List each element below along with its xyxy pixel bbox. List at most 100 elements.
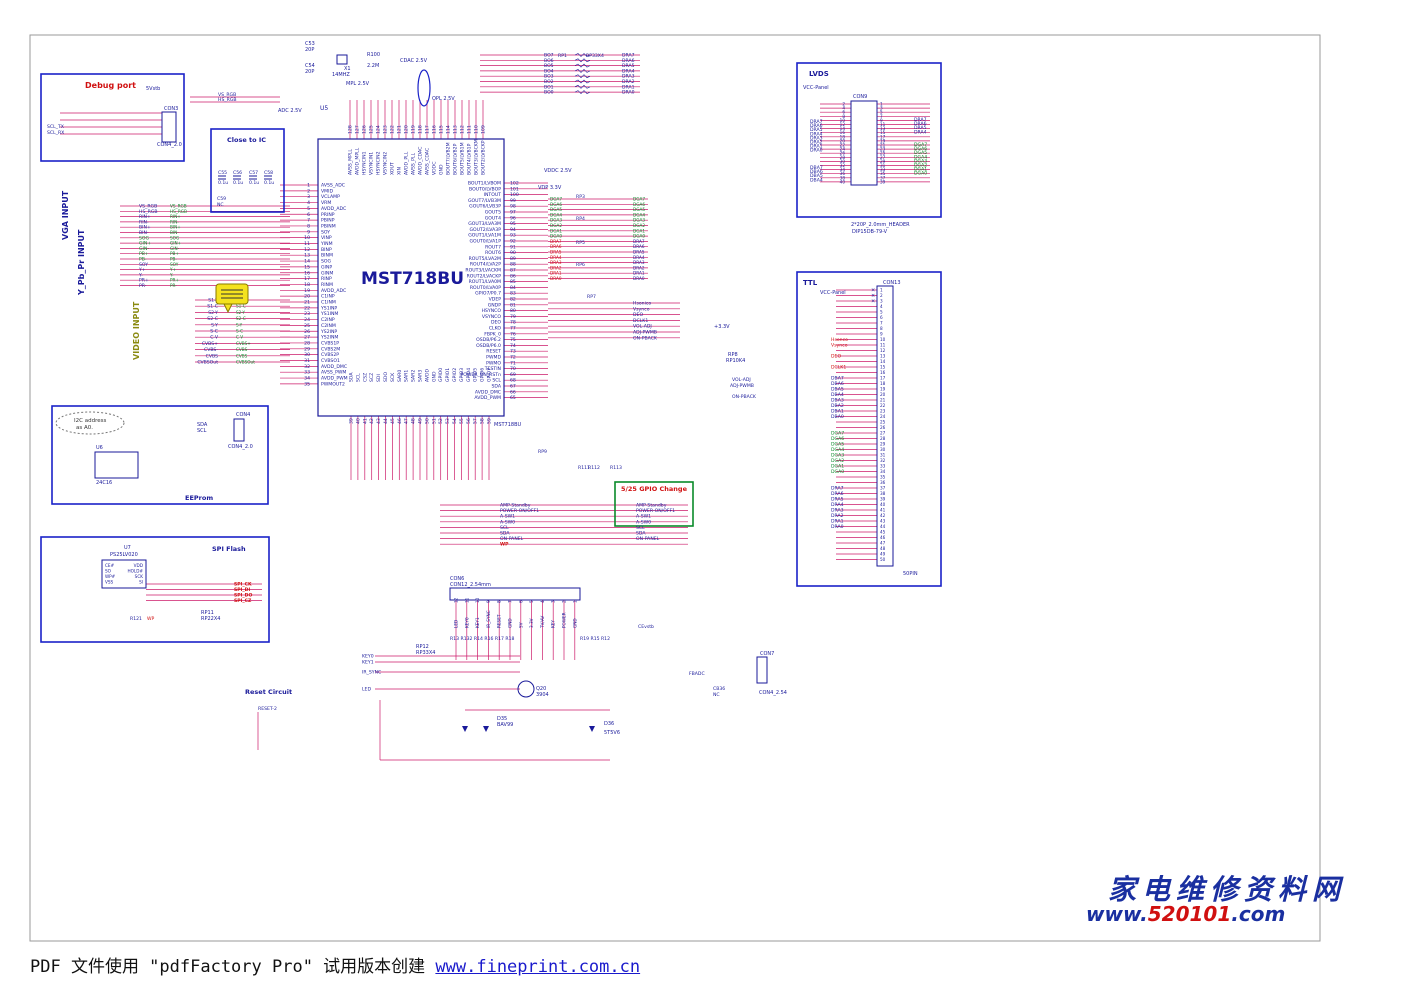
lvds-net: DGA1	[914, 167, 927, 173]
chip-pin-label: VDDC	[432, 162, 438, 175]
resistor-symbol	[574, 74, 591, 79]
lvds-net: DRA0	[810, 148, 823, 154]
chip-pin-number: 28	[304, 340, 310, 346]
chip-pin-label: ROUT3/LVACKM	[465, 268, 501, 274]
chip-pin-number: 80	[510, 308, 516, 314]
chip-pin-number: 118	[418, 125, 424, 134]
chip-pin-number: 94	[510, 227, 516, 233]
video-net-label: CVBSOut	[197, 360, 218, 366]
rgb-out-net-right: DRA4	[633, 255, 645, 260]
gpio-net: WP	[500, 542, 509, 548]
chip-pin-label: HSYNCIN2	[376, 151, 382, 175]
chip-pin-number: 49	[418, 418, 424, 424]
chip-pin-number: 51	[431, 418, 437, 424]
debug-port-box	[40, 73, 185, 162]
chip-pin-number: 96	[510, 215, 516, 221]
ttl-block: TTL CON13 50PIN 1×2×3×456789101112131415…	[796, 271, 942, 587]
chip-pin-label: AVSS_PLL	[411, 153, 417, 175]
vga-net-label: PB-	[139, 257, 147, 263]
vga-net-dup: BIN-	[170, 230, 179, 235]
rgb-out-net-right: DRA3	[633, 260, 645, 265]
resistor-symbol	[574, 63, 591, 68]
reset-net: LED	[362, 687, 371, 693]
opl-power: OPL 2.5V	[432, 96, 455, 102]
chip-pin-label: BOUT2/LVBCKP	[481, 140, 487, 175]
con7-ref: CON7	[760, 651, 774, 657]
lvds-pin-number: 30	[840, 159, 846, 164]
chip-pin-label: BOUT7/LVB2M	[446, 142, 452, 175]
chip-pin-label: GNDP	[488, 302, 502, 308]
rgb-out-net-right: DGA7	[633, 197, 645, 202]
chip-pin-label: FBPK_0	[484, 331, 501, 337]
chip-pin-label: PWMOUT2	[321, 381, 345, 387]
ttl-pin-number: 36	[880, 480, 886, 485]
chip-pin-label: ROUT7	[485, 244, 501, 250]
chip-pin-label: VMID	[321, 188, 333, 194]
ttl-pin-number: 24	[880, 414, 886, 419]
chip-pin-number: 18	[304, 282, 310, 288]
con9-body	[850, 100, 878, 186]
chip-pin-label: CVBSO1	[321, 358, 340, 364]
misc-out-net: Vsynco	[633, 306, 650, 312]
chip-pin-number: 39	[349, 418, 355, 424]
chip-body	[317, 138, 505, 417]
misc-out-net: VOL-ADJ	[633, 324, 652, 330]
rgb-out-net: DRA6	[550, 244, 562, 249]
chip-pin-number: 66	[510, 389, 516, 395]
chip-pin-number: 22	[304, 305, 310, 311]
footer-link[interactable]: www.fineprint.com.cn	[435, 957, 641, 977]
lvds-title: LVDS	[809, 70, 829, 78]
chip-pin-number: 73	[510, 349, 516, 355]
net-label: WP	[147, 616, 155, 622]
cap-ref: C58	[264, 170, 273, 176]
c53-val: 20P	[305, 47, 314, 53]
video-net-label: S2-Y	[208, 310, 218, 316]
lvds-net: DGA7	[914, 142, 927, 148]
lvds-pin-number: 10	[840, 118, 846, 123]
video-net-dup: C-V	[236, 335, 243, 340]
rgb-out-net: DGA3	[550, 218, 562, 223]
d35-diodes	[462, 726, 489, 732]
rp11-ref: RP11	[201, 610, 214, 616]
u7-pin: HOLD#	[127, 569, 143, 574]
ttl-net: DBA2	[831, 403, 844, 409]
reset-net: KEY0	[362, 654, 374, 660]
reset-net: IR_SYNC	[362, 670, 381, 676]
u7-pin: WP#	[105, 574, 116, 579]
misc-out-net: DCLK1	[633, 318, 648, 324]
lvds-net: DRA5	[914, 125, 927, 131]
q20-ref: Q20	[536, 686, 546, 692]
chip-pin-number: 128	[348, 125, 354, 134]
reset-net: KEY1	[362, 660, 374, 666]
misc-out-net: DEO	[633, 312, 643, 318]
ttl-pin-number: 2	[880, 293, 883, 298]
lvds-pin-number: 11	[880, 122, 886, 127]
gpio-net-right: SCL	[636, 525, 645, 531]
ttl-pin-number: 14	[880, 359, 886, 364]
chip-pin-number: 35	[304, 381, 310, 387]
i2c-note-2: as A0.	[76, 425, 93, 431]
chip-pin-number: 115	[439, 125, 445, 134]
ttl-net: DGA0	[831, 469, 844, 475]
top-bus-net: BO5	[544, 63, 554, 69]
chip-pin-number: 44	[383, 418, 389, 424]
resistor-symbol	[574, 79, 591, 84]
ttl-pin-number: 38	[880, 491, 886, 496]
con6-pin-number: 3	[551, 600, 556, 603]
vga-net-label: PR+	[139, 278, 149, 284]
crystal-area: X1 14MHZ R100 2.2M C53 20P C54 20P ADC 2…	[146, 41, 846, 364]
no-connect-mark: ×	[871, 293, 875, 299]
lvds-header-1: 2*20P_2.0mm_HEADER	[851, 222, 910, 228]
con6-pins: 12LED11KEY010KEY19IR_SYNC8RESET7GND65V53…	[454, 597, 578, 629]
con6-pin-label: 3.3V	[529, 618, 534, 628]
vga-net-label: Y-	[138, 272, 143, 278]
resistor-ref: R112	[588, 465, 600, 471]
vga-net-dup: VS_RGB	[170, 204, 187, 209]
chip-pin-number: 12	[304, 247, 310, 253]
con6-pin-number: 1	[572, 600, 577, 603]
video-net-label: S-Y	[211, 322, 218, 328]
chip-pin-number: 1	[307, 183, 310, 189]
chip-pin-number: 76	[510, 331, 516, 337]
